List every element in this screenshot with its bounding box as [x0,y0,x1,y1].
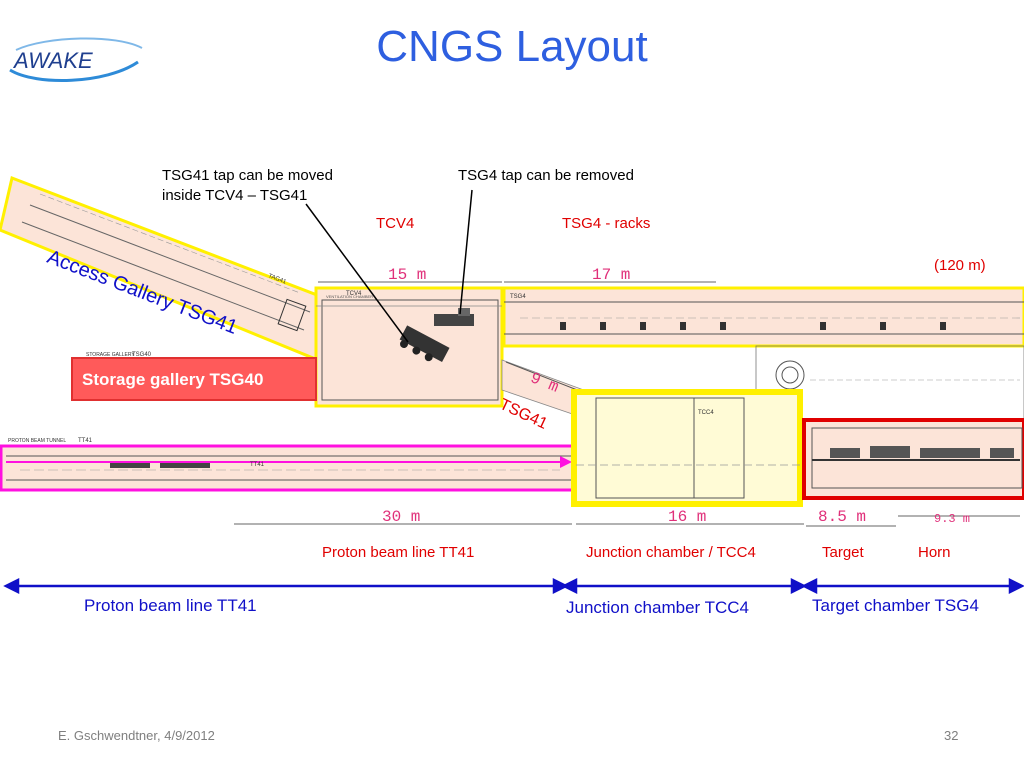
length-120-label: (120 m) [934,257,986,274]
tt41-inline-label: TT41 [250,462,265,468]
tt41-small-label: TT41 [78,438,93,444]
tsg40-small-label: TSG40 [132,352,152,358]
ventilation-label: VENTILATION CHAMBER [326,294,373,299]
footer-author-date: E. Gschwendtner, 4/9/2012 [58,728,215,743]
horn-red-label: Horn [918,544,951,561]
dim-30m: 30 m [382,508,421,526]
dimension-lines [234,281,1020,527]
page-title: CNGS Layout [376,22,648,71]
dim-16m: 16 m [668,508,707,526]
tcv4-label: TCV4 [376,215,415,232]
dim-15m: 15 m [388,266,427,284]
target-chamber-tsg4 [802,418,1024,500]
tsg4-racks-corridor: TSG4 [502,286,1024,348]
tsg4-tap-pointer [459,189,473,315]
storage-gallery-small-label: STORAGE GALLERY [86,352,135,358]
tsg41-tap-pointer [305,203,409,343]
dim-17m: 17 m [592,266,631,284]
storage-gallery-label: Storage gallery TSG40 [82,370,264,389]
junction-chamber-tcc4: TCC4 [571,389,803,507]
target-red-label: Target [822,544,864,561]
storage-gallery-tsg40: STORAGE GALLERY TSG40 [71,352,317,401]
dim-8-5m: 8.5 m [818,508,867,526]
logo-text: AWAKE [12,48,93,73]
tsg4-racks-label: TSG4 - racks [562,215,651,232]
tsg4-tap-note: TSG4 tap can be removed [458,167,634,184]
proton-beam-tunnel: PROTON BEAM TUNNEL TT41 TT41 [0,438,579,492]
dim-9-3m: 9.3 m [934,512,971,526]
section-proton-label: Proton beam line TT41 [84,596,257,615]
page-number: 32 [944,728,959,743]
tcv4-small-label: TCV4 [346,291,362,297]
awake-logo: AWAKE [6,22,146,92]
tsg41-tap-note-line2: inside TCV4 – TSG41 [162,187,308,204]
proton-tt41-red-label: Proton beam line TT41 [322,544,475,561]
section-arrows [3,577,1024,595]
proton-beam-tunnel-small-label: PROTON BEAM TUNNEL [8,438,66,444]
tsg41-tap-note-line1: TSG41 tap can be moved [162,167,333,184]
tsg41-tap-note: TSG41 tap can be moved inside TCV4 – TSG… [162,166,333,206]
junction-tcc4-red-label: Junction chamber / TCC4 [586,544,756,561]
section-junction-label: Junction chamber TCC4 [566,598,749,617]
section-target-label: Target chamber TSG4 [812,596,979,615]
tcv4-chamber: TCV4 VENTILATION CHAMBER [314,286,504,408]
tcc4-small-label: TCC4 [698,410,714,416]
tsg4-small-label: TSG4 [510,294,526,300]
